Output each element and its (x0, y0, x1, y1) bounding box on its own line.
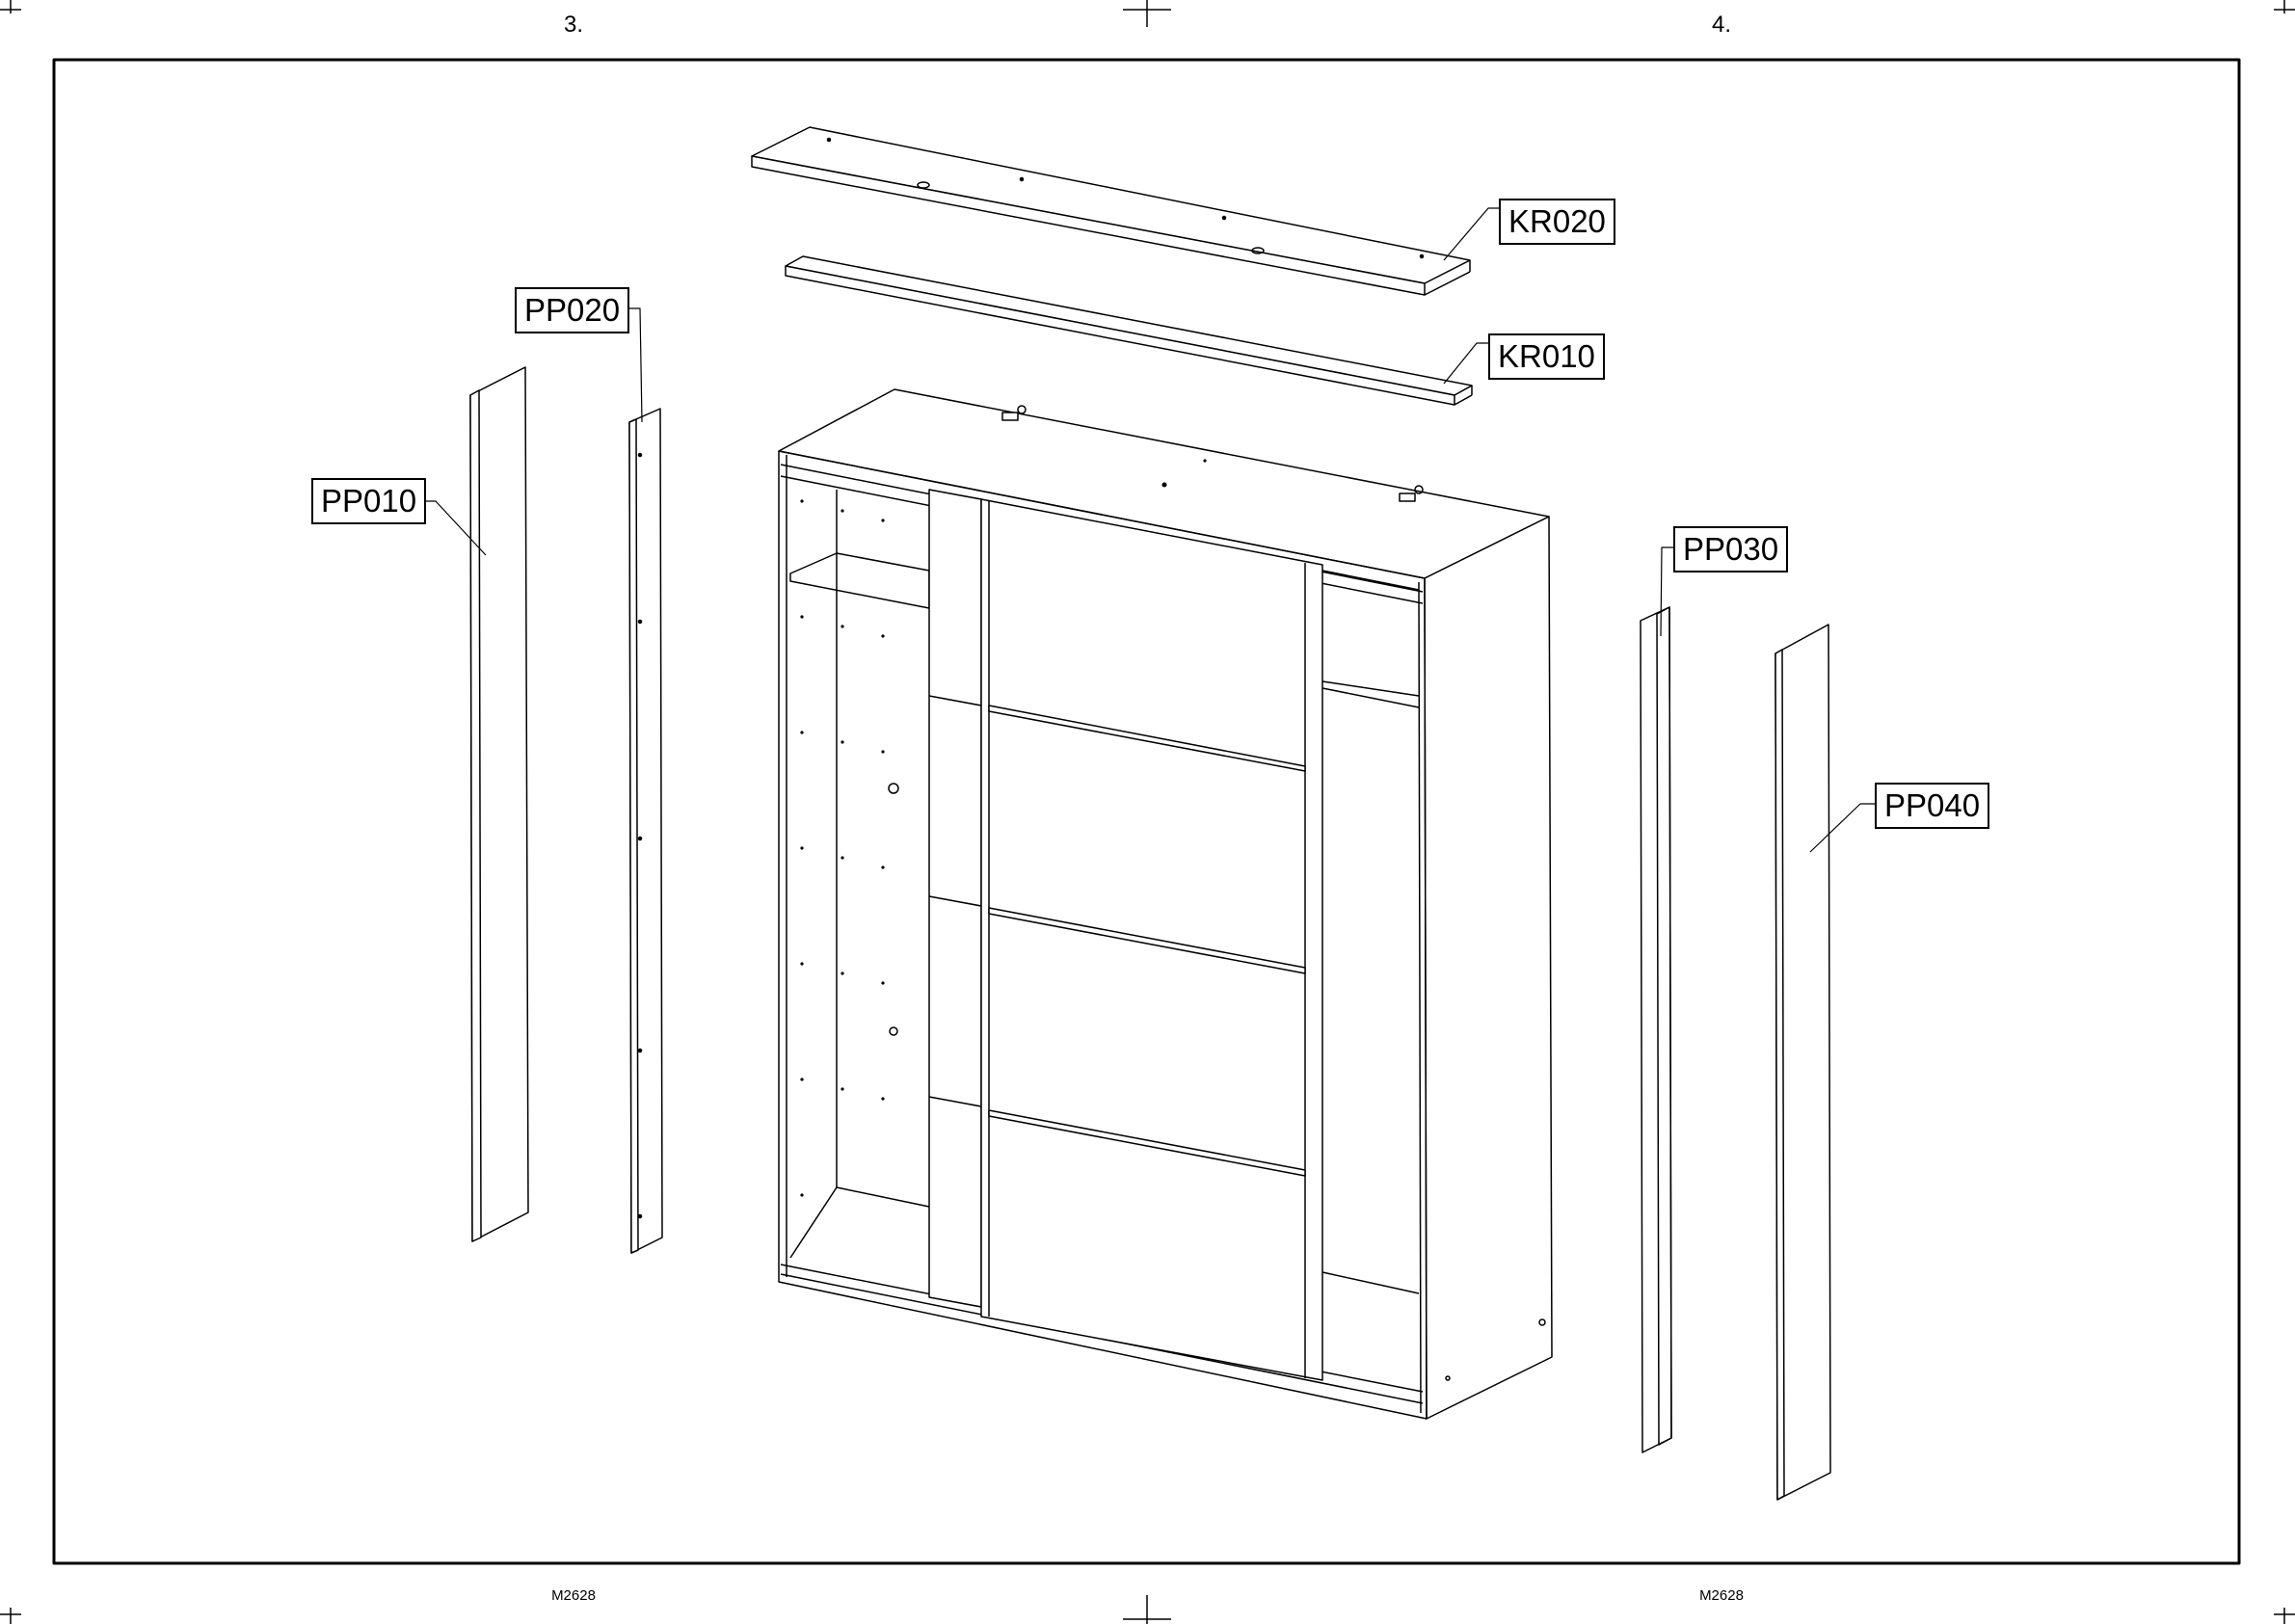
callout-kr010: KR010 (1488, 333, 1605, 380)
callout-pp020: PP020 (515, 287, 629, 333)
sliding-door-front (981, 499, 1322, 1380)
callout-pp040: PP040 (1875, 783, 1989, 829)
page-number-right: 4. (1712, 12, 1731, 39)
footer-code-left: M2628 (551, 1587, 596, 1604)
part-pp040 (1775, 625, 1830, 1500)
part-pp010 (470, 367, 528, 1241)
part-pp020 (629, 409, 662, 1253)
sliding-door-back (929, 490, 981, 1307)
callout-pp030: PP030 (1673, 526, 1788, 572)
callout-pp010: PP010 (311, 478, 426, 524)
footer-code-right: M2628 (1699, 1587, 1744, 1604)
callout-kr020: KR020 (1499, 199, 1615, 245)
page-number-left: 3. (564, 12, 583, 39)
part-pp030 (1641, 607, 1671, 1452)
